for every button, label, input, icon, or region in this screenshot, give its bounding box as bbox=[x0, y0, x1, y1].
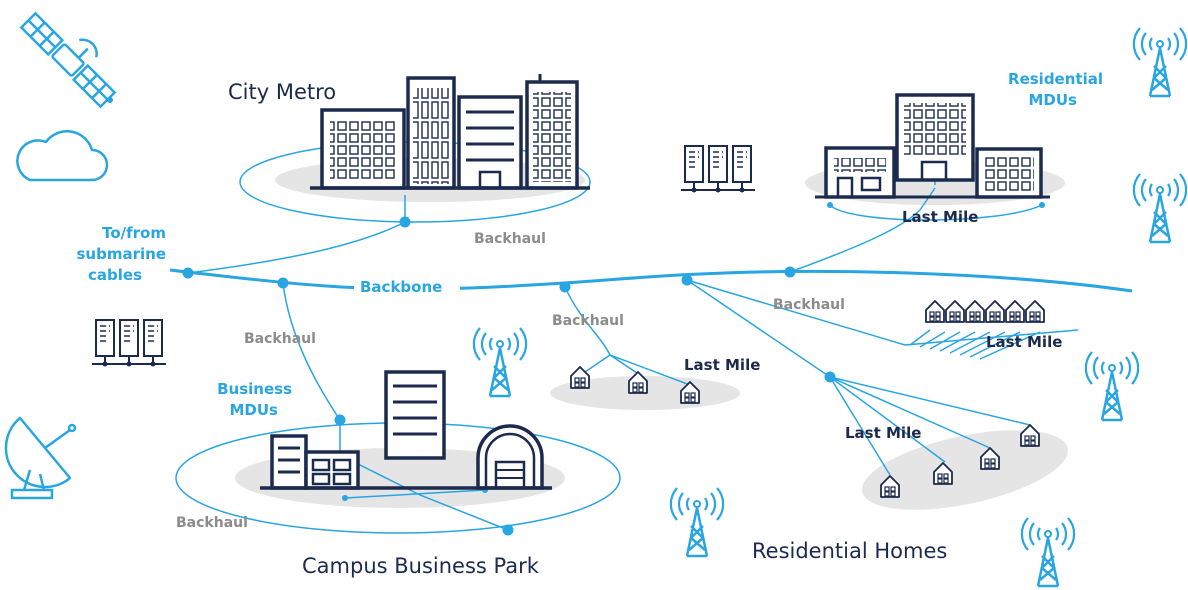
last-mile-mdus-label: Last Mile bbox=[902, 208, 978, 226]
residential-mdu-buildings-icon bbox=[815, 93, 1050, 199]
satellite-dish-icon bbox=[4, 416, 77, 500]
to-from-label-line3: cables bbox=[88, 266, 142, 284]
campus-buildings-icon bbox=[270, 370, 446, 490]
business-mdus-label-line2: MDUs bbox=[230, 401, 279, 419]
backbone-line bbox=[169, 268, 1133, 293]
city-metro-buildings-icon bbox=[310, 74, 590, 190]
satellite-signal-dot bbox=[107, 97, 113, 103]
connection-lines bbox=[187, 118, 1079, 531]
backhaul-right-label: Backhaul bbox=[773, 297, 845, 313]
to-from-label-line2: submarine bbox=[77, 245, 167, 263]
network-nodes bbox=[182, 202, 1045, 536]
backhaul-left-label: Backhaul bbox=[244, 331, 316, 347]
residential-mdus-label-line2: MDUs bbox=[1029, 91, 1078, 109]
cloud-icon bbox=[16, 130, 109, 182]
homes-right-ground bbox=[862, 430, 1068, 510]
city-metro-label: City Metro bbox=[228, 80, 336, 104]
last-mile-homes-right-label: Last Mile bbox=[845, 424, 921, 442]
to-from-label-line1: To/from bbox=[102, 224, 166, 242]
backhaul-mid-label: Backhaul bbox=[552, 313, 624, 329]
satellite-icon bbox=[19, 11, 117, 109]
business-mdus-label-line1: Business bbox=[217, 380, 292, 398]
residential-homes-label: Residential Homes bbox=[752, 539, 947, 563]
backbone-label: Backbone bbox=[360, 278, 442, 296]
warehouse-icon bbox=[260, 424, 552, 490]
campus-business-park-label: Campus Business Park bbox=[302, 554, 540, 578]
backhaul-metro-label: Backhaul bbox=[474, 231, 546, 247]
backhaul-campus-label: Backhaul bbox=[176, 515, 248, 531]
residential-mdus-label-line1: Residential bbox=[1008, 70, 1103, 88]
last-mile-homes-mid-label: Last Mile bbox=[684, 356, 760, 374]
last-mile-row-label: Last Mile bbox=[986, 333, 1062, 351]
